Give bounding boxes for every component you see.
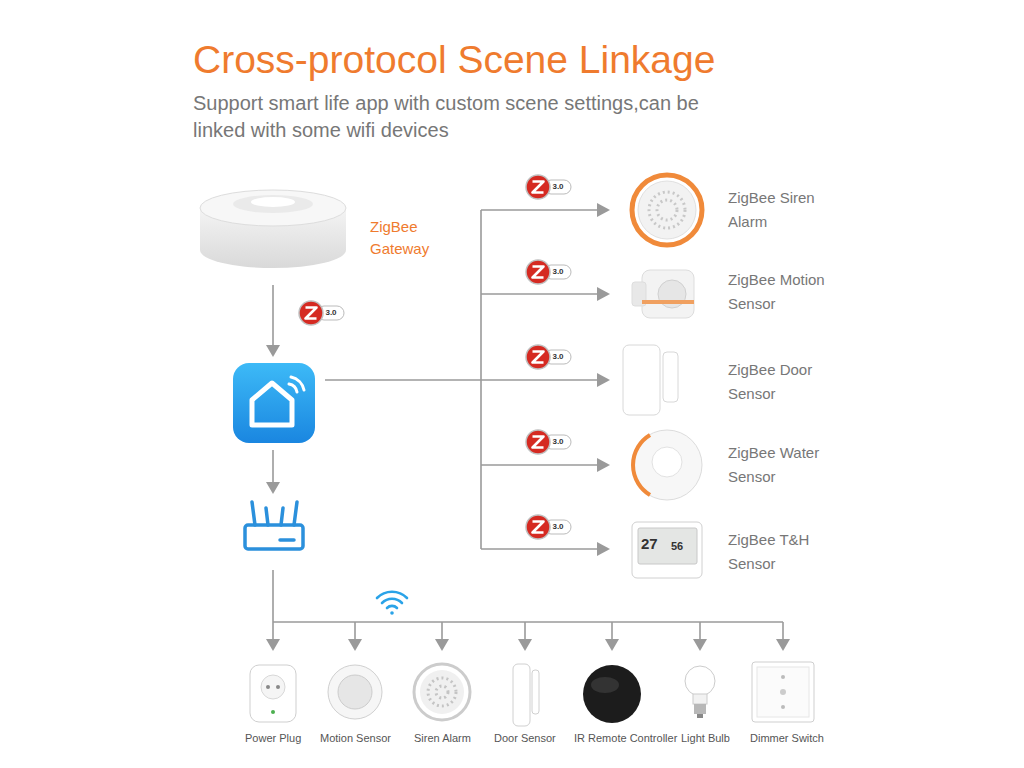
zigbee-device-node: ZigBee Door Sensor (728, 358, 840, 406)
version-tag: 3.0 (546, 436, 570, 448)
siren-picture (632, 175, 702, 245)
wifi-device-node: Light Bulb (681, 731, 730, 745)
device-name: Dimmer Switch (750, 731, 824, 745)
device-name: Siren Alarm (414, 731, 471, 745)
device-name: ZigBee Motion Sensor (728, 268, 840, 316)
device-name: ZigBee Water Sensor (728, 441, 840, 489)
door-sensor-picture (513, 664, 539, 726)
water-sensor-picture (632, 430, 702, 500)
light-bulb-picture (685, 666, 715, 718)
version-tag: 3.0 (546, 266, 570, 278)
screen-reading: 27 (641, 535, 658, 553)
zigbee-device-node: ZigBee Motion Sensor (728, 268, 840, 316)
arrowheads (266, 203, 790, 651)
device-name: ZigBee Door Sensor (728, 358, 840, 406)
version-tag: 3.0 (546, 181, 570, 193)
device-name: Motion Sensor (320, 731, 391, 745)
version-tag: 3.0 (546, 351, 570, 363)
wifi-device-node: Siren Alarm (414, 731, 471, 745)
zigbee-badge (526, 515, 571, 539)
zigbee-badge (299, 301, 344, 325)
zigbee-device-node: ZigBee T&H Sensor (728, 528, 840, 576)
device-name: ZigBee T&H Sensor (728, 528, 840, 576)
motion-sensor-picture (632, 270, 694, 318)
device-name: Door Sensor (494, 731, 556, 745)
screen-reading: 56 (671, 539, 683, 553)
subtitle: Support smart life app with custom scene… (193, 90, 738, 144)
device-name: Power Plug (245, 731, 301, 745)
wifi-symbol (377, 592, 407, 615)
zigbee-badge (526, 260, 571, 284)
zigbee-badge (526, 345, 571, 369)
device-name: Light Bulb (681, 731, 730, 745)
th-sensor-picture (632, 522, 702, 578)
version-tag: 3.0 (546, 521, 570, 533)
zigbee-badge (526, 175, 571, 199)
power-plug-picture (250, 665, 296, 722)
gateway-node: ZigBee Gateway (370, 216, 450, 260)
gateway-picture (200, 190, 346, 268)
zigbee-device-node: ZigBee Siren Alarm (728, 186, 840, 234)
title: Cross-protocol Scene Linkage (193, 37, 715, 83)
device-name: ZigBee Siren Alarm (728, 186, 840, 234)
motion-sensor-picture (328, 665, 382, 719)
wifi-device-node: Door Sensor (494, 731, 556, 745)
device-name: IR Remote Controller (574, 731, 677, 745)
version-tag: 3.0 (319, 307, 343, 319)
router-icon (245, 502, 303, 549)
door-sensor-picture (623, 345, 678, 415)
wifi-device-node: IR Remote Controller (574, 731, 677, 745)
app-icon (233, 363, 315, 443)
wifi-device-node: Motion Sensor (320, 731, 391, 745)
siren-picture (414, 664, 470, 720)
dimmer-switch-picture (752, 662, 814, 722)
device-name: ZigBee Gateway (370, 216, 450, 260)
zigbee-device-node: ZigBee Water Sensor (728, 441, 840, 489)
ir-remote-picture (583, 665, 641, 723)
wires (273, 210, 783, 640)
wifi-device-node: Dimmer Switch (750, 731, 824, 745)
wifi-device-node: Power Plug (245, 731, 301, 745)
zigbee-badge (526, 430, 571, 454)
